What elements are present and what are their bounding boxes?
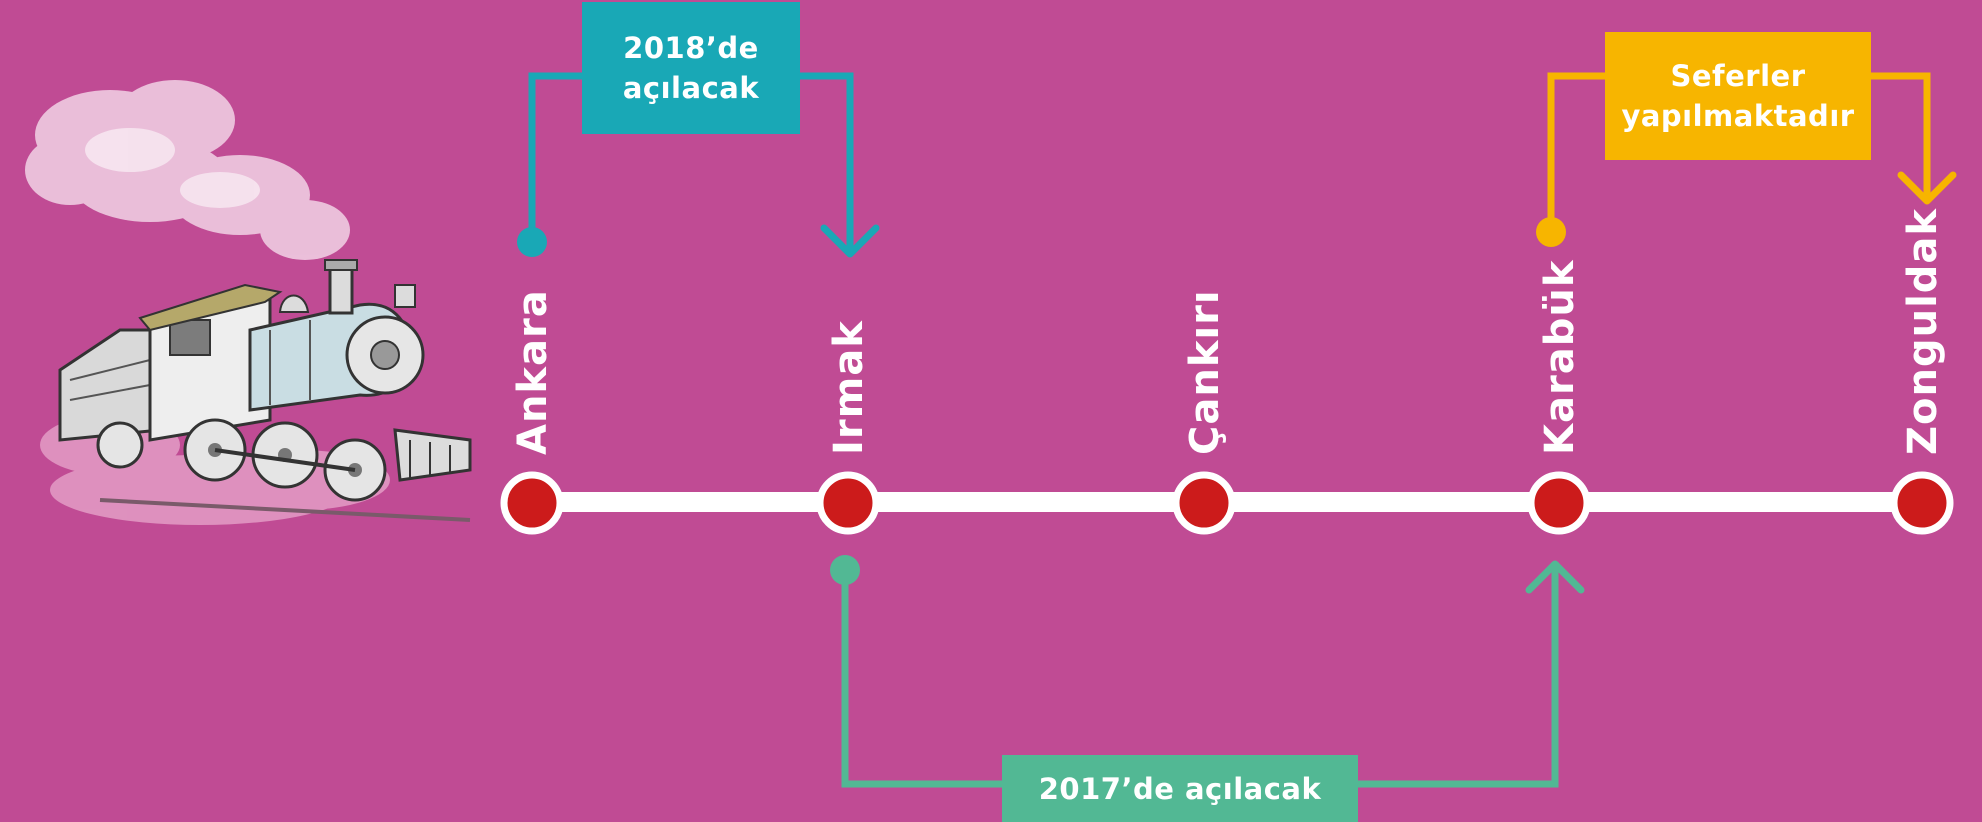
callout-active-line2: yapılmaktadır bbox=[1621, 99, 1855, 133]
station-label-karabuk: Karabük bbox=[1537, 259, 1583, 455]
connector-start-dot bbox=[1536, 217, 1566, 247]
steam-locomotive-icon bbox=[25, 80, 472, 525]
station-label-cankiri: Çankırı bbox=[1182, 289, 1228, 455]
station-marker-irmak bbox=[816, 471, 880, 535]
callout-2018: 2018’de açılacak bbox=[582, 2, 800, 134]
station-marker-cankiri bbox=[1172, 471, 1236, 535]
connector-2017 bbox=[841, 560, 1585, 788]
station-label-zonguldak: Zonguldak bbox=[1900, 207, 1946, 455]
callout-active: Seferler yapılmaktadır bbox=[1605, 32, 1871, 160]
callout-2017: 2017’de açılacak bbox=[1002, 755, 1358, 822]
station-label-irmak: Irmak bbox=[826, 320, 872, 455]
callout-2017-label: 2017’de açılacak bbox=[1038, 771, 1322, 806]
station-marker-karabuk bbox=[1527, 471, 1591, 535]
connector-start-dot bbox=[517, 227, 547, 257]
callout-2018-line2: açılacak bbox=[622, 71, 760, 105]
station-marker-ankara bbox=[500, 471, 564, 535]
callout-active-line1: Seferler bbox=[1670, 59, 1806, 93]
station-markers bbox=[500, 471, 1954, 535]
connector-start-dot bbox=[830, 555, 860, 585]
callout-2018-line1: 2018’de bbox=[623, 31, 759, 65]
station-label-ankara: Ankara bbox=[510, 289, 556, 455]
connector-active bbox=[1547, 72, 1957, 232]
connector-2018 bbox=[528, 72, 880, 258]
station-marker-zonguldak bbox=[1890, 471, 1954, 535]
